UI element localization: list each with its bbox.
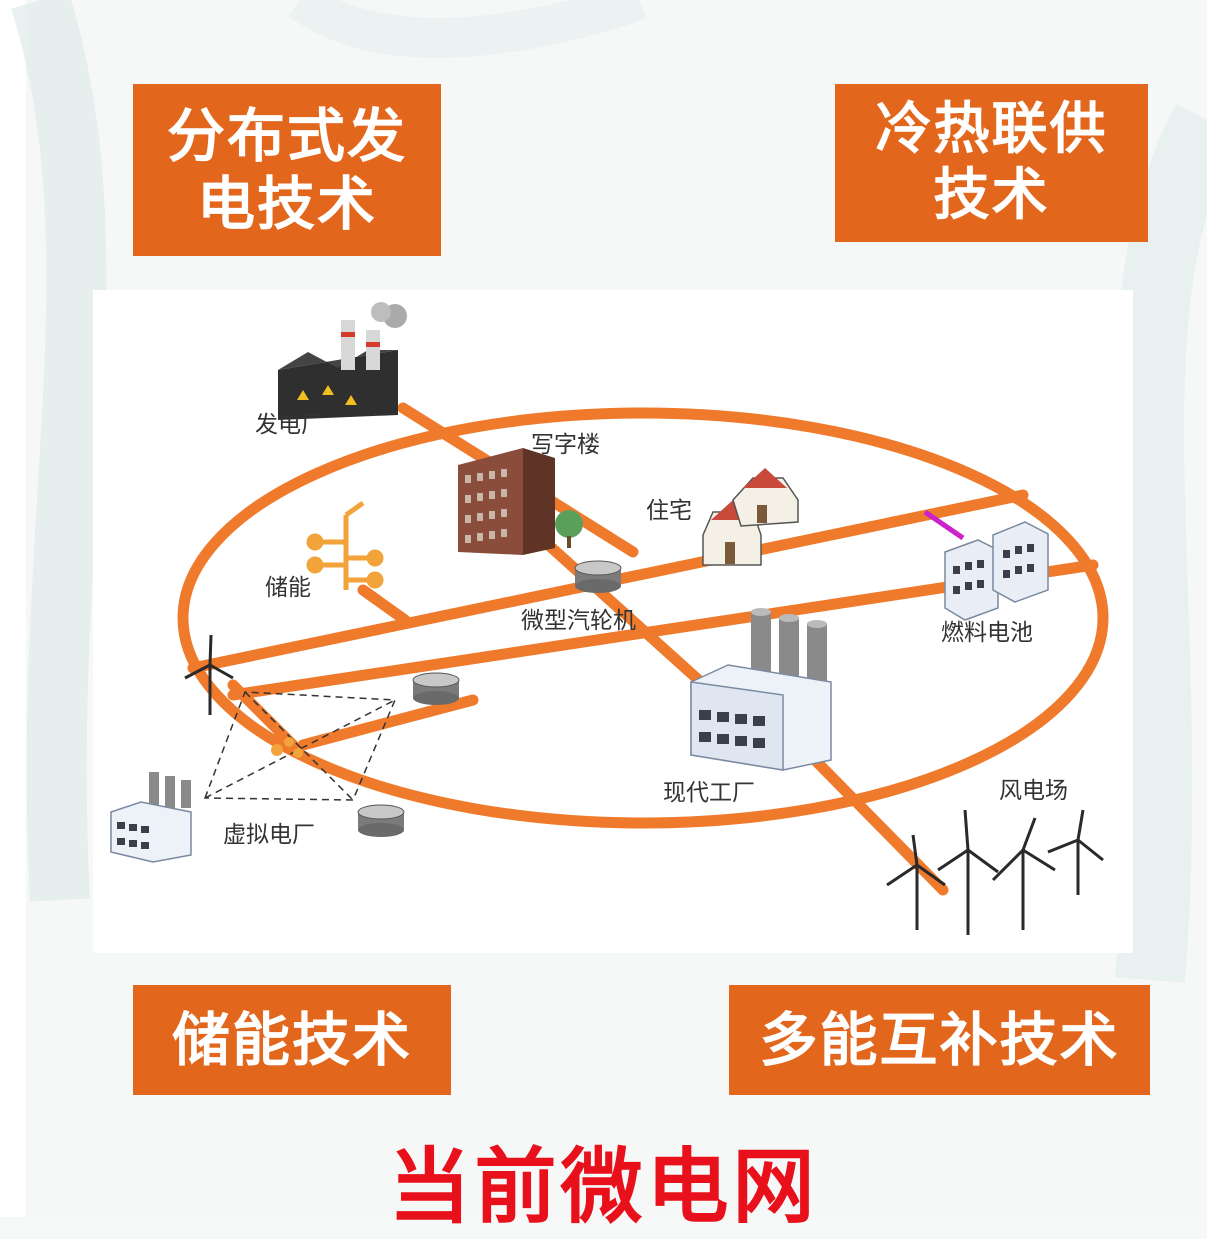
grid-line-vpp (227, 679, 299, 751)
wind-farm-label: 风电场 (999, 778, 1068, 804)
power-plant-icon (278, 302, 407, 420)
distributed-generation-box: 分布式发电技术 (133, 84, 441, 256)
virtual-power-plant-node-icon (271, 737, 303, 758)
residence-icon (702, 468, 799, 566)
micro-turbine-label: 微型汽轮机 (521, 608, 636, 634)
wind-turbine-icon (184, 634, 234, 715)
modern-factory-icon (690, 608, 832, 771)
multi-energy-complementary-box: 多能互补技术 (729, 985, 1150, 1095)
office-building-icon (458, 448, 583, 555)
storage-cylinder-icon (412, 672, 460, 705)
microgrid-diagram-panel: 发电厂 写字楼 住宅 (93, 290, 1133, 953)
energy-storage-label: 储能 (265, 575, 311, 601)
power-plant-label: 发电厂 (255, 412, 324, 438)
residence-label: 住宅 (646, 498, 692, 524)
grid-line-storage (357, 584, 411, 626)
microgrid-diagram: 发电厂 写字楼 住宅 (110, 302, 1109, 935)
grid-line-lower (297, 694, 479, 751)
fuel-cell-connector (923, 509, 965, 541)
fuel-cell-label: 燃料电池 (941, 620, 1033, 646)
storage-cylinder-icon-2 (357, 804, 405, 837)
small-factory-icon (110, 772, 192, 863)
page-title: 当前微电网 (388, 1140, 819, 1235)
wind-farm-icon (886, 809, 1104, 935)
modern-factory-label: 现代工厂 (663, 780, 755, 806)
fuel-cell-icon (944, 521, 1049, 621)
office-building-label: 写字楼 (531, 432, 600, 458)
grid-ring (177, 407, 1109, 829)
micro-turbine-icon (574, 560, 622, 593)
energy-storage-icon (306, 500, 384, 590)
combined-cooling-heating-box: 冷热联供技术 (835, 84, 1148, 242)
virtual-power-plant-label: 虚拟电厂 (223, 822, 315, 848)
virtual-power-plant-region (203, 691, 397, 801)
energy-storage-box: 储能技术 (133, 985, 451, 1095)
